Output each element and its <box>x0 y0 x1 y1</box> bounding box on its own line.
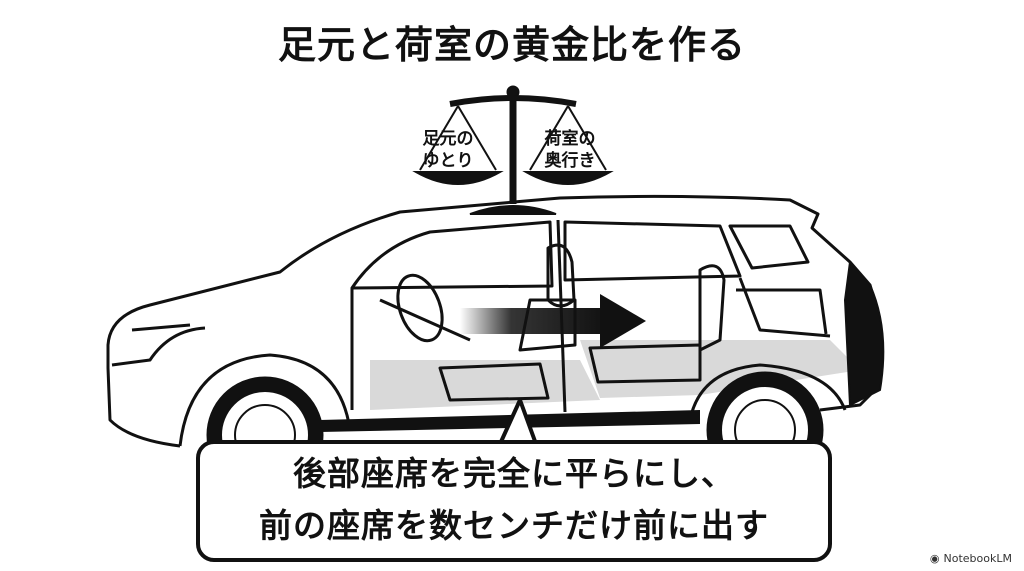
rear-panel <box>843 259 885 407</box>
car-body <box>106 194 883 448</box>
scale-right-label: 荷室の 奥行き <box>544 129 596 171</box>
rear-cargo-area <box>580 340 860 398</box>
brand-watermark: ◉ NotebookLM <box>930 552 1012 565</box>
page-title: 足元と荷室の黄金比を作る <box>277 23 746 67</box>
notebooklm-logo-icon: ◉ <box>929 552 940 565</box>
scale-left-label: 足元の ゆとり <box>422 129 474 171</box>
callout-box <box>196 440 832 562</box>
forward-arrow-icon <box>460 294 646 348</box>
callout-pointer <box>498 398 538 445</box>
brand-name: NotebookLM <box>943 552 1012 565</box>
callout-text: 後部座席を完全に平らにし、 前の座席を数センチだけ前に出す <box>259 454 769 545</box>
balance-scale-icon <box>412 85 614 215</box>
